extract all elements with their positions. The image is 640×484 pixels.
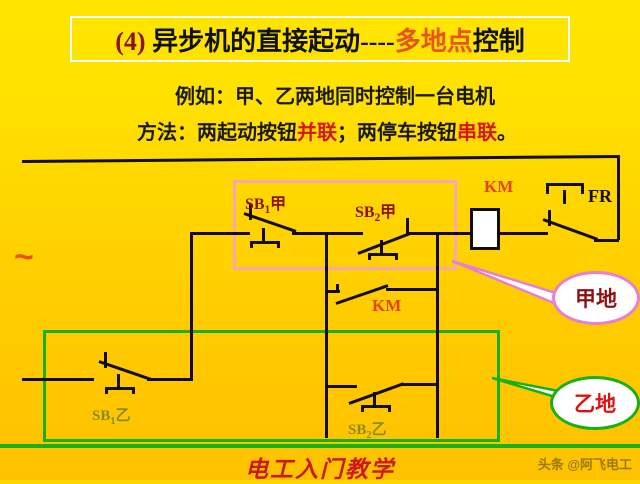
sb2-yi-actuator-tick-left bbox=[361, 405, 364, 412]
sb1-yi-left-lead bbox=[22, 378, 94, 381]
sb1-jia-actuator-bar bbox=[250, 241, 280, 244]
title-main: 异步机的直接起动---- bbox=[145, 26, 395, 56]
sb1-jia-left-lead bbox=[190, 232, 250, 235]
sb1-yi-actuator-tick-left bbox=[105, 387, 108, 394]
sb2-jia-actuator-tick-left bbox=[368, 253, 371, 260]
yi-branch-left-drop bbox=[325, 290, 328, 438]
sb2-jia-label-suffix: 甲 bbox=[380, 204, 397, 221]
sb1-yi-actuator-tick-right bbox=[132, 387, 135, 394]
holding-branch-left-riser bbox=[325, 232, 328, 292]
km-aux-right-riser bbox=[436, 232, 439, 290]
sb2-yi-label-suffix: 乙 bbox=[371, 422, 387, 438]
subtitle-line2-b: ；两停车按钮 bbox=[337, 122, 457, 144]
sb1-jia-label-suffix: 甲 bbox=[270, 196, 287, 213]
fr-heater-right-leg bbox=[581, 183, 584, 194]
jia-location-callout: 甲地 bbox=[552, 271, 640, 325]
sb1-yi-actuator-bar bbox=[105, 387, 135, 390]
sb1-jia-actuator-stem bbox=[262, 228, 265, 241]
sb1-yi-label-suffix: 乙 bbox=[115, 408, 131, 424]
sb1-yi-label-text: SB bbox=[92, 408, 111, 424]
subtitle-line2-c: 。 bbox=[497, 122, 517, 144]
sb1-jia-terminal-tick bbox=[249, 204, 252, 220]
jia-location-highlight-box bbox=[233, 180, 457, 270]
sb2-yi-actuator-bar bbox=[361, 405, 391, 408]
sb2-jia-actuator-stem bbox=[380, 240, 383, 253]
km-aux-label: KM bbox=[372, 296, 402, 315]
right-supply-drop bbox=[617, 155, 620, 240]
sb2-yi-label-sub: 2 bbox=[366, 430, 372, 441]
sb2-jia-actuator-tick-right bbox=[395, 253, 398, 260]
fr-heater-stem bbox=[563, 190, 566, 204]
sb2-jia-label: SB2甲 bbox=[355, 198, 396, 224]
sb1-yi-actuator-stem bbox=[117, 374, 120, 387]
km-aux-terminal-tick bbox=[336, 284, 339, 292]
km-coil-right-lead bbox=[500, 232, 548, 235]
sb1-yi-right-lead bbox=[147, 378, 193, 381]
title-box: (4) 异步机的直接起动----多地点控制 bbox=[70, 16, 570, 62]
yi-location-highlight-box bbox=[43, 330, 500, 442]
subtitle-line2-a: 方法：两起动按钮 bbox=[137, 122, 297, 144]
sb1-yi-terminal-tick bbox=[104, 352, 107, 368]
sb1-jia-label-text: SB bbox=[245, 196, 265, 213]
fr-heater-left-leg bbox=[546, 183, 549, 194]
sb1-jia-label-sub: 1 bbox=[264, 204, 271, 217]
sb2-yi-right-lead bbox=[400, 383, 438, 386]
sb2-jia-right-lead bbox=[406, 232, 472, 235]
sb1-yi-label: SB1乙 bbox=[92, 404, 131, 427]
subtitle-line2-highlight-series: 串联 bbox=[457, 122, 497, 144]
sb2-yi-label: SB2乙 bbox=[348, 418, 387, 441]
fr-terminal-tick bbox=[548, 210, 551, 226]
sb1-jia-actuator-tick-right bbox=[277, 241, 280, 248]
footer-divider bbox=[0, 444, 640, 448]
fr-right-lead bbox=[594, 239, 619, 242]
km-aux-left-lead bbox=[325, 290, 340, 293]
title-tail: 控制 bbox=[472, 26, 525, 56]
sb2-yi-actuator-stem bbox=[373, 392, 376, 405]
sb2-yi-left-lead bbox=[325, 385, 357, 388]
sb2-yi-label-text: SB bbox=[348, 422, 367, 438]
title-highlight: 多地点 bbox=[394, 26, 473, 56]
sb2-jia-label-text: SB bbox=[355, 204, 375, 221]
sb2-yi-actuator-tick-right bbox=[388, 405, 391, 412]
sb1-jia-right-lead bbox=[292, 232, 332, 235]
fr-label: FR bbox=[588, 186, 612, 206]
subtitle-line-1: 例如：甲、乙两地同时控制一台电机 bbox=[175, 86, 495, 108]
watermark-label: 头条 @阿飞电工 bbox=[537, 457, 632, 472]
km-aux-right-drop bbox=[436, 288, 439, 438]
km-coil-symbol bbox=[470, 208, 500, 250]
left-feed-riser bbox=[190, 232, 193, 378]
sb2-jia-left-lead bbox=[325, 232, 363, 235]
sb2-jia-label-sub: 2 bbox=[374, 212, 381, 225]
fr-contact-blade bbox=[542, 218, 599, 241]
page-title: (4) 异步机的直接起动----多地点控制 bbox=[115, 21, 525, 58]
sb1-jia-actuator-tick-left bbox=[250, 241, 253, 248]
yi-location-callout: 乙地 bbox=[550, 376, 640, 430]
sb1-yi-label-sub: 1 bbox=[110, 416, 116, 427]
sb1-jia-label: SB1甲 bbox=[245, 190, 286, 216]
fr-heater-bar bbox=[546, 183, 584, 186]
subtitle-line2-highlight-parallel: 并联 bbox=[297, 122, 337, 144]
subtitle-line-2: 方法：两起动按钮并联；两停车按钮串联。 bbox=[0, 116, 640, 145]
title-number: (4) bbox=[115, 26, 146, 56]
km-aux-right-lead bbox=[386, 288, 438, 291]
top-supply-rail bbox=[21, 154, 620, 163]
sb2-jia-terminal-tick bbox=[406, 218, 409, 234]
footer-caption: 电工入门教学 bbox=[245, 457, 395, 482]
km-coil-label: KM bbox=[484, 177, 514, 196]
ac-source-symbol: ~ bbox=[14, 238, 34, 276]
sb2-jia-actuator-bar bbox=[368, 253, 398, 256]
